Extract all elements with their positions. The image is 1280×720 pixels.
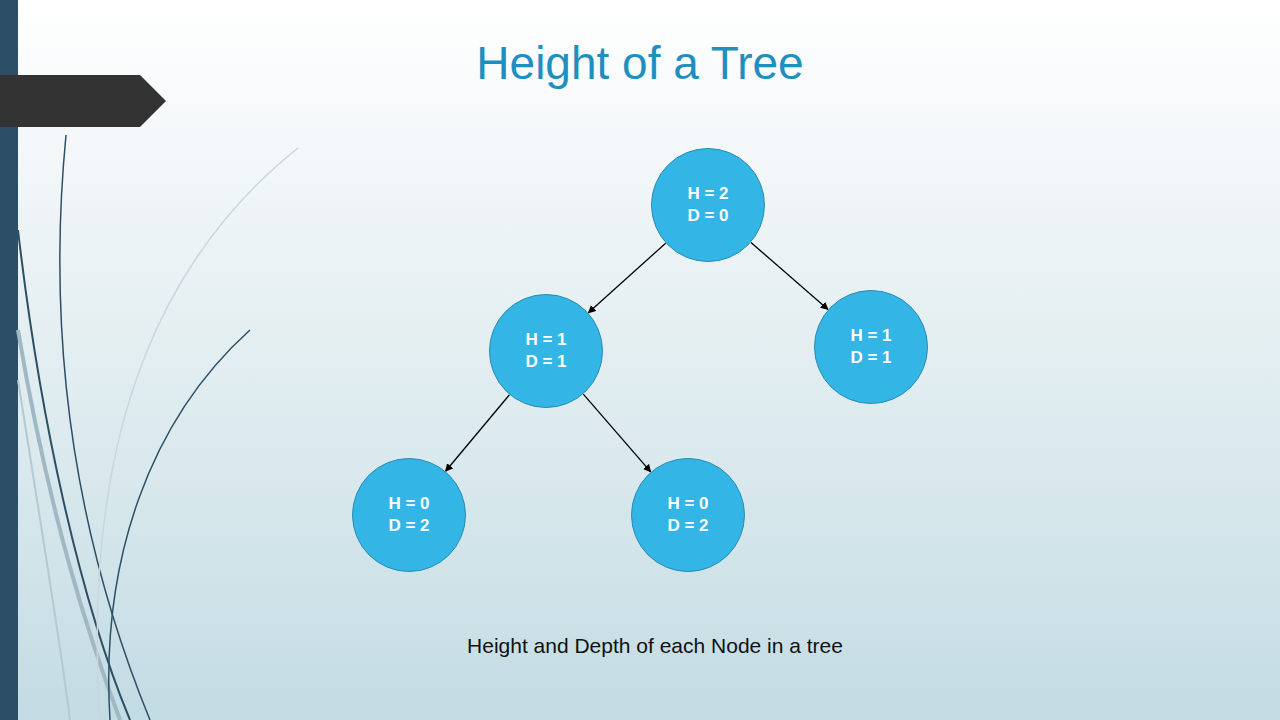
tree-node: H = 0D = 2 xyxy=(352,458,466,572)
node-text: H = 1 xyxy=(525,329,566,351)
tree-edge xyxy=(751,242,828,309)
node-text: H = 2 xyxy=(687,183,728,205)
tree-node: H = 1D = 1 xyxy=(489,294,603,408)
node-text: H = 1 xyxy=(850,325,891,347)
tree-edge xyxy=(588,243,665,313)
tree-edge xyxy=(583,394,650,472)
node-text: D = 2 xyxy=(388,515,429,537)
tree-node: H = 0D = 2 xyxy=(631,458,745,572)
tree-node: H = 1D = 1 xyxy=(814,290,928,404)
deco-curve xyxy=(60,135,150,720)
node-text: D = 1 xyxy=(525,351,566,373)
node-text: D = 0 xyxy=(687,205,728,227)
tree-node: H = 2D = 0 xyxy=(651,148,765,262)
slide-title: Height of a Tree xyxy=(0,36,1280,90)
node-text: D = 1 xyxy=(850,347,891,369)
deco-curve xyxy=(18,380,70,720)
deco-curve xyxy=(109,330,250,720)
tree-edge xyxy=(446,395,510,472)
deco-curve xyxy=(18,230,130,720)
caption: Height and Depth of each Node in a tree xyxy=(0,634,1280,658)
deco-curve xyxy=(18,330,120,720)
node-text: H = 0 xyxy=(667,493,708,515)
node-text: H = 0 xyxy=(388,493,429,515)
tab-arrow xyxy=(0,75,166,127)
node-text: D = 2 xyxy=(667,515,708,537)
deco-curve xyxy=(97,148,298,720)
